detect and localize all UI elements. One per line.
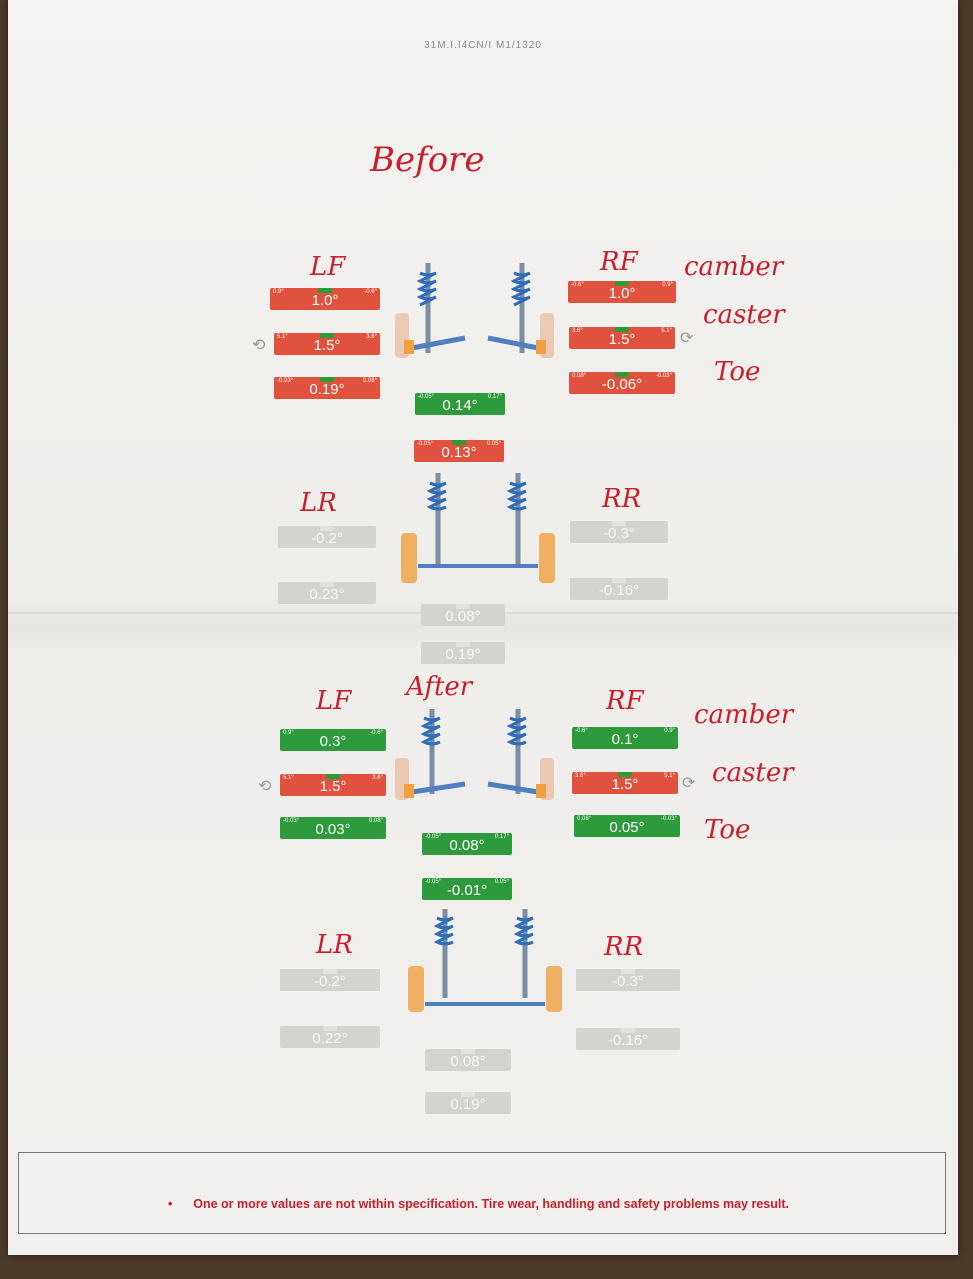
after-caster-label: caster xyxy=(712,758,794,788)
after-lf-caster-value: 1.5° xyxy=(319,778,347,795)
after-lf-camber-value: 0.3° xyxy=(319,733,347,750)
after-rf-camber: -0.6°0.9° 0.1° xyxy=(572,727,678,749)
before-rr-label: RR xyxy=(602,484,642,514)
after-rf-toe-value: 0.05° xyxy=(609,819,645,836)
after-rear-total-toe: -0.05°0.05° -0.01° xyxy=(422,878,512,900)
before-front-total-value: 0.14° xyxy=(442,397,478,414)
before-caster-label: caster xyxy=(703,300,785,330)
after-front-total-value: 0.08° xyxy=(449,837,485,854)
before-lf-caster-value: 1.5° xyxy=(313,337,341,354)
after-lf-caster: 5.1°3.6° 1.5° xyxy=(280,774,386,796)
after-lf-toe-value: 0.03° xyxy=(315,821,351,838)
after-rf-caster: 3.6°5.1° 1.5° xyxy=(572,772,678,794)
after-lr-label: LR xyxy=(316,930,353,960)
before-title: Before xyxy=(370,140,485,180)
before-toe-label: Toe xyxy=(714,357,761,387)
after-rear-total-value: -0.01° xyxy=(446,882,488,899)
before-rf-caster-cycle-icon: ⟳ xyxy=(680,330,694,347)
before-lf-toe-value: 0.19° xyxy=(309,381,345,398)
before-rear-grey-2: 0.19° xyxy=(421,642,505,664)
before-lr-label: LR xyxy=(300,488,337,518)
before-front-total-toe: -0.05°0.17° 0.14° xyxy=(415,393,505,415)
before-rear-total-value: 0.13° xyxy=(441,444,477,461)
before-rf-label: RF xyxy=(600,247,638,277)
after-rf-toe: 0.08°-0.03° 0.05° xyxy=(574,815,680,837)
alignment-printout: 31M.I.I4CN/I M1/1320 Before LF RF camber… xyxy=(8,0,958,1255)
after-toe-label: Toe xyxy=(704,815,751,845)
before-lf-camber-value: 1.0° xyxy=(311,292,339,309)
before-rear-grey-1: 0.08° xyxy=(421,604,505,626)
before-rr-camber: -0.3° xyxy=(570,521,668,543)
before-lf-toe: -0.03°0.08° 0.19° xyxy=(274,377,380,399)
after-rf-label: RF xyxy=(606,686,644,716)
after-lf-caster-cycle-icon: ⟲ xyxy=(258,778,272,795)
before-rf-caster-value: 1.5° xyxy=(608,331,636,348)
before-rf-camber-value: 1.0° xyxy=(608,285,636,302)
before-lf-caster-cycle-icon: ⟲ xyxy=(252,337,266,354)
after-rear-grey-2: 0.19° xyxy=(425,1092,511,1114)
warning-text: One or more values are not within specif… xyxy=(193,1197,790,1211)
before-lf-camber: 0.9°-0.6° 1.0° xyxy=(270,288,380,310)
report-header: 31M.I.I4CN/I M1/1320 xyxy=(424,40,542,51)
after-lr-toe: 0.22° xyxy=(280,1026,380,1048)
after-rear-suspension-icon xyxy=(408,909,562,1012)
before-rf-toe: 0.08°-0.03° -0.06° xyxy=(569,372,675,394)
after-rf-caster-value: 1.5° xyxy=(611,776,639,793)
after-lf-label: LF xyxy=(316,686,352,716)
after-lr-camber: -0.2° xyxy=(280,969,380,991)
before-front-suspension-icon xyxy=(395,263,554,358)
after-lf-camber: 0.9°-0.6° 0.3° xyxy=(280,729,386,751)
after-lf-toe: -0.03°0.08° 0.03° xyxy=(280,817,386,839)
before-lr-toe: 0.23° xyxy=(278,582,376,604)
after-front-suspension-icon xyxy=(395,709,554,800)
warning-box xyxy=(18,1152,946,1234)
after-front-total-toe: -0.05°0.17° 0.08° xyxy=(422,833,512,855)
before-rr-toe: -0.16° xyxy=(570,578,668,600)
before-rear-total-toe: -0.05°0.05° 0.13° xyxy=(414,440,504,462)
before-lf-label: LF xyxy=(310,252,346,282)
after-camber-label: camber xyxy=(694,700,794,730)
before-rf-caster: 3.6°5.1° 1.5° xyxy=(569,327,675,349)
before-lr-camber: -0.2° xyxy=(278,526,376,548)
after-rr-label: RR xyxy=(604,932,644,962)
before-rf-camber: -0.6°0.9° 1.0° xyxy=(568,281,676,303)
before-rf-toe-value: -0.06° xyxy=(601,376,643,393)
warning-message: • One or more values are not within spec… xyxy=(168,1197,789,1211)
before-lf-caster: 5.1°3.6° 1.5° xyxy=(274,333,380,355)
warning-bullet: • xyxy=(168,1197,173,1211)
after-rear-grey-1: 0.08° xyxy=(425,1049,511,1071)
after-rf-caster-cycle-icon: ⟳ xyxy=(682,775,696,792)
after-rr-toe: -0.16° xyxy=(576,1028,680,1050)
before-camber-label: camber xyxy=(684,252,784,282)
before-rear-suspension-icon xyxy=(401,473,555,583)
after-rr-camber: -0.3° xyxy=(576,969,680,991)
after-rf-camber-value: 0.1° xyxy=(611,731,639,748)
after-title: After xyxy=(406,672,473,702)
